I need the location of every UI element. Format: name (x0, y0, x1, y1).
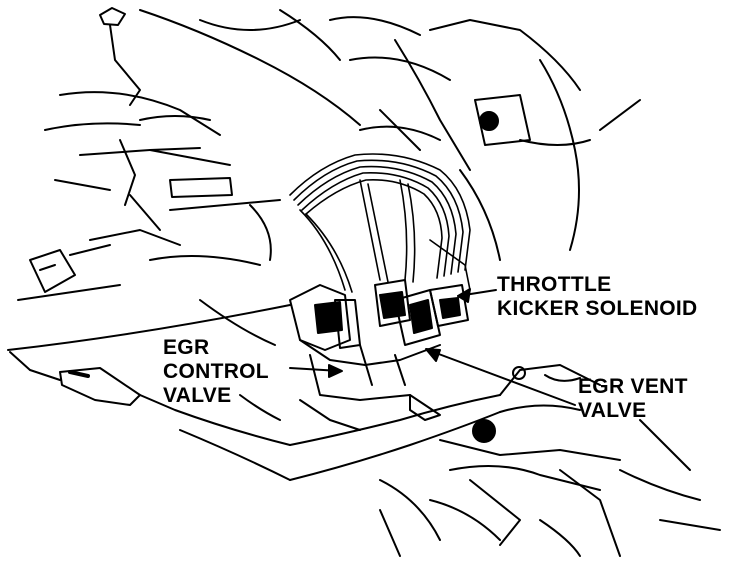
egr-control-arrowhead (328, 364, 343, 378)
upper-left-engine-structure (17, 7, 361, 301)
throttle-kicker-solenoid-label: THROTTLE KICKER SOLENOID (497, 273, 698, 320)
egr-control-valve-label: EGR CONTROL VALVE (163, 336, 269, 407)
throttle-kicker-arrowhead (457, 288, 471, 303)
egr-vent-arrow (427, 349, 576, 406)
lower-engine-structure (7, 299, 721, 557)
label-leader-arrows (289, 288, 576, 406)
egr-vent-arrowhead (425, 348, 441, 362)
egr-vent-valve-label: EGR VENT VALVE (578, 375, 688, 422)
solenoid-cluster (289, 279, 469, 401)
wiring-harness (289, 153, 471, 293)
upper-right-engine-structure (329, 16, 641, 261)
